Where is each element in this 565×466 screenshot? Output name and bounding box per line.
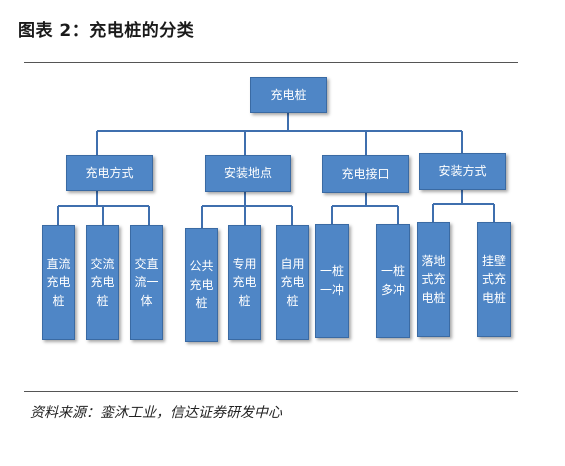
leaf-single-connector: 一桩 一冲 <box>315 224 349 338</box>
category-charging-interface: 充电接口 <box>322 155 409 193</box>
leaf-wall-mounted: 挂壁 式充 电桩 <box>477 222 511 337</box>
leaf-dedicated-charger: 专用 充电 桩 <box>228 225 261 340</box>
category-charging-method: 充电方式 <box>66 155 153 191</box>
leaf-floor-mounted: 落地 式充 电桩 <box>417 222 450 337</box>
bottom-rule <box>24 391 518 392</box>
leaf-public-charger: 公共 充电 桩 <box>185 228 218 342</box>
figure-title: 图表 2：充电桩的分类 <box>18 21 195 41</box>
category-install-location: 安装地点 <box>205 155 291 192</box>
leaf-ac-dc-integrated: 交直 流一 体 <box>130 225 163 340</box>
leaf-multi-connector: 一桩 多冲 <box>376 224 410 338</box>
root-node: 充电桩 <box>250 77 327 113</box>
leaf-ac-charger: 交流 充电 桩 <box>86 225 119 340</box>
figure-source: 资料来源：銮沐工业，信达证券研发中心 <box>30 405 282 421</box>
leaf-dc-charger: 直流 充电 桩 <box>42 225 75 340</box>
leaf-private-charger: 自用 充电 桩 <box>276 225 309 340</box>
category-install-method: 安装方式 <box>419 153 506 190</box>
top-rule <box>24 62 518 63</box>
